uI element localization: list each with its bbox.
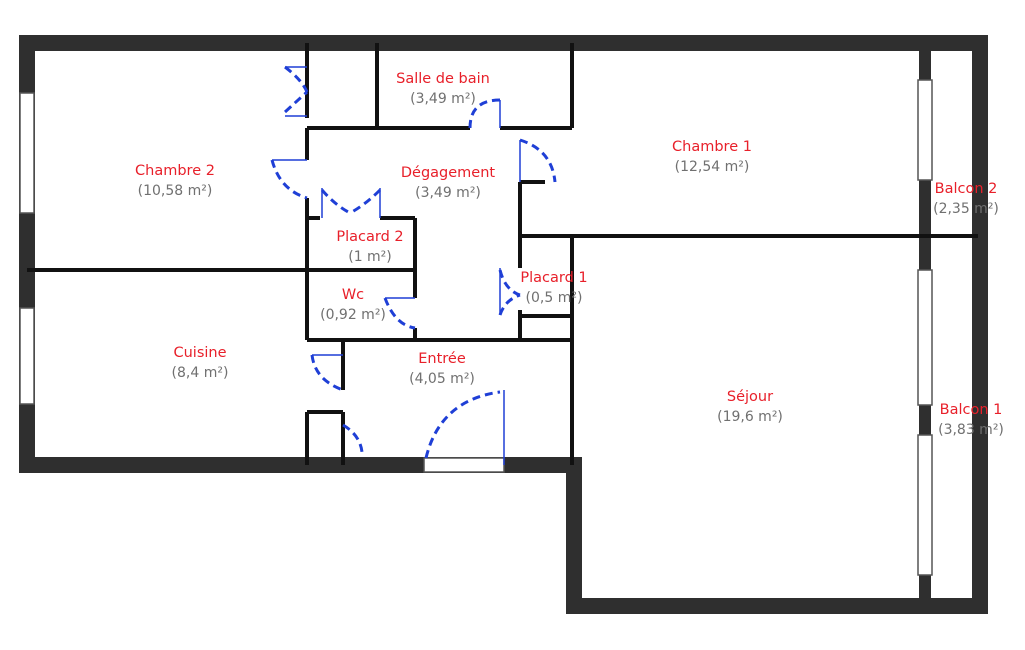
- door-arc: [424, 390, 501, 459]
- room-area: (8,4 m²): [171, 364, 229, 381]
- room-name: Dégagement: [400, 165, 496, 181]
- partitions: [27, 43, 978, 465]
- room-name: Chambre 1: [672, 139, 752, 155]
- room-area: (4,05 m²): [409, 370, 475, 387]
- room-label-entree: Entrée (4,05 m²): [409, 350, 475, 388]
- room-name: Balcon 1: [939, 402, 1003, 418]
- room-label-balcon-1: Balcon 1 (3,83 m²): [938, 401, 1004, 439]
- door-arc: [270, 159, 308, 200]
- door-arc: [349, 188, 382, 215]
- room-label-salle-de-bain: Salle de bain (3,49 m²): [396, 70, 490, 108]
- room-area: (2,35 m²): [933, 200, 999, 217]
- doors: [270, 65, 557, 459]
- room-area: (3,49 m²): [415, 184, 481, 201]
- door-arc: [310, 354, 344, 392]
- room-label-degagement: Dégagement (3,49 m²): [401, 164, 495, 202]
- door-arc: [468, 98, 501, 129]
- window-right-3: [917, 434, 933, 576]
- door-arc: [284, 65, 309, 93]
- exterior-walls: [19, 35, 988, 614]
- door-arc: [283, 90, 308, 114]
- room-name: Cuisine: [173, 345, 227, 361]
- room-name: Balcon 2: [934, 181, 998, 197]
- room-name: Entrée: [418, 351, 466, 367]
- room-label-sejour: Séjour (19,6 m²): [717, 388, 783, 426]
- door-arc: [498, 269, 521, 297]
- room-name: Placard 2: [336, 229, 404, 245]
- outer-wall: [19, 35, 988, 614]
- room-area: (1 m²): [348, 248, 392, 265]
- door-arc: [383, 297, 416, 330]
- room-label-placard-2: Placard 2 (1 m²): [336, 228, 403, 266]
- room-name: Wc: [341, 287, 365, 303]
- door-arc: [342, 423, 364, 453]
- room-label-wc: Wc (0,92 m²): [320, 286, 386, 324]
- room-area: (12,54 m²): [674, 158, 750, 175]
- room-name: Placard 1: [520, 270, 588, 286]
- room-area: (0,5 m²): [525, 289, 583, 306]
- door-arc: [320, 189, 351, 215]
- windows: [19, 79, 933, 576]
- room-label-chambre-1: Chambre 1 (12,54 m²): [672, 138, 752, 176]
- room-area: (3,49 m²): [410, 90, 476, 107]
- room-area: (3,83 m²): [938, 421, 1004, 438]
- room-name: Chambre 2: [135, 163, 215, 179]
- room-area: (0,92 m²): [320, 306, 386, 323]
- room-label-chambre-2: Chambre 2 (10,58 m²): [135, 162, 215, 200]
- window-right-1: [917, 79, 933, 181]
- window-left-top: [19, 92, 35, 214]
- door-arc: [498, 293, 521, 316]
- window-entry: [423, 457, 505, 473]
- room-area: (10,58 m²): [137, 182, 213, 199]
- window-right-2: [917, 269, 933, 406]
- room-name: Salle de bain: [396, 71, 490, 87]
- door-leaves: [272, 66, 521, 465]
- room-name: Séjour: [726, 389, 774, 405]
- room-label-placard-1: Placard 1 (0,5 m²): [520, 269, 587, 307]
- room-area: (19,6 m²): [717, 408, 783, 425]
- window-left-bottom: [19, 307, 35, 405]
- door-arc: [519, 138, 557, 183]
- room-label-cuisine: Cuisine (8,4 m²): [172, 344, 229, 382]
- room-label-balcon-2: Balcon 2 (2,35 m²): [933, 180, 999, 218]
